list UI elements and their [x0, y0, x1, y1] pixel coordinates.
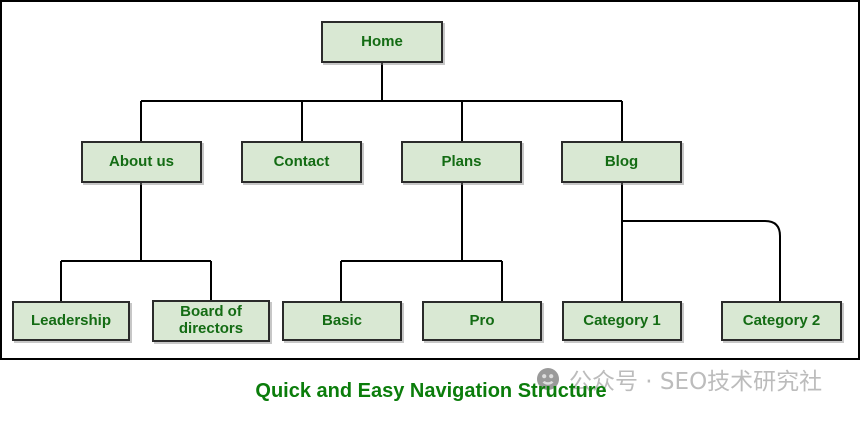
watermark-text: 公众号 · SEO技术研究社 — [569, 369, 823, 395]
node-contact: Contact — [241, 141, 362, 183]
watermark: 公众号 · SEO技术研究社 — [536, 365, 823, 395]
node-category-1: Category 1 — [562, 301, 682, 341]
node-blog: Blog — [561, 141, 682, 183]
node-board-of-directors: Board of directors — [152, 300, 270, 342]
diagram-caption: Quick and Easy Navigation Structure — [255, 380, 607, 402]
node-plans: Plans — [401, 141, 522, 183]
wechat-official-account-icon — [537, 368, 559, 390]
node-basic: Basic — [282, 301, 402, 341]
node-about-us: About us — [81, 141, 202, 183]
node-home: Home — [321, 21, 443, 63]
node-pro: Pro — [422, 301, 542, 341]
node-leadership: Leadership — [12, 301, 130, 341]
node-category-2: Category 2 — [721, 301, 842, 341]
